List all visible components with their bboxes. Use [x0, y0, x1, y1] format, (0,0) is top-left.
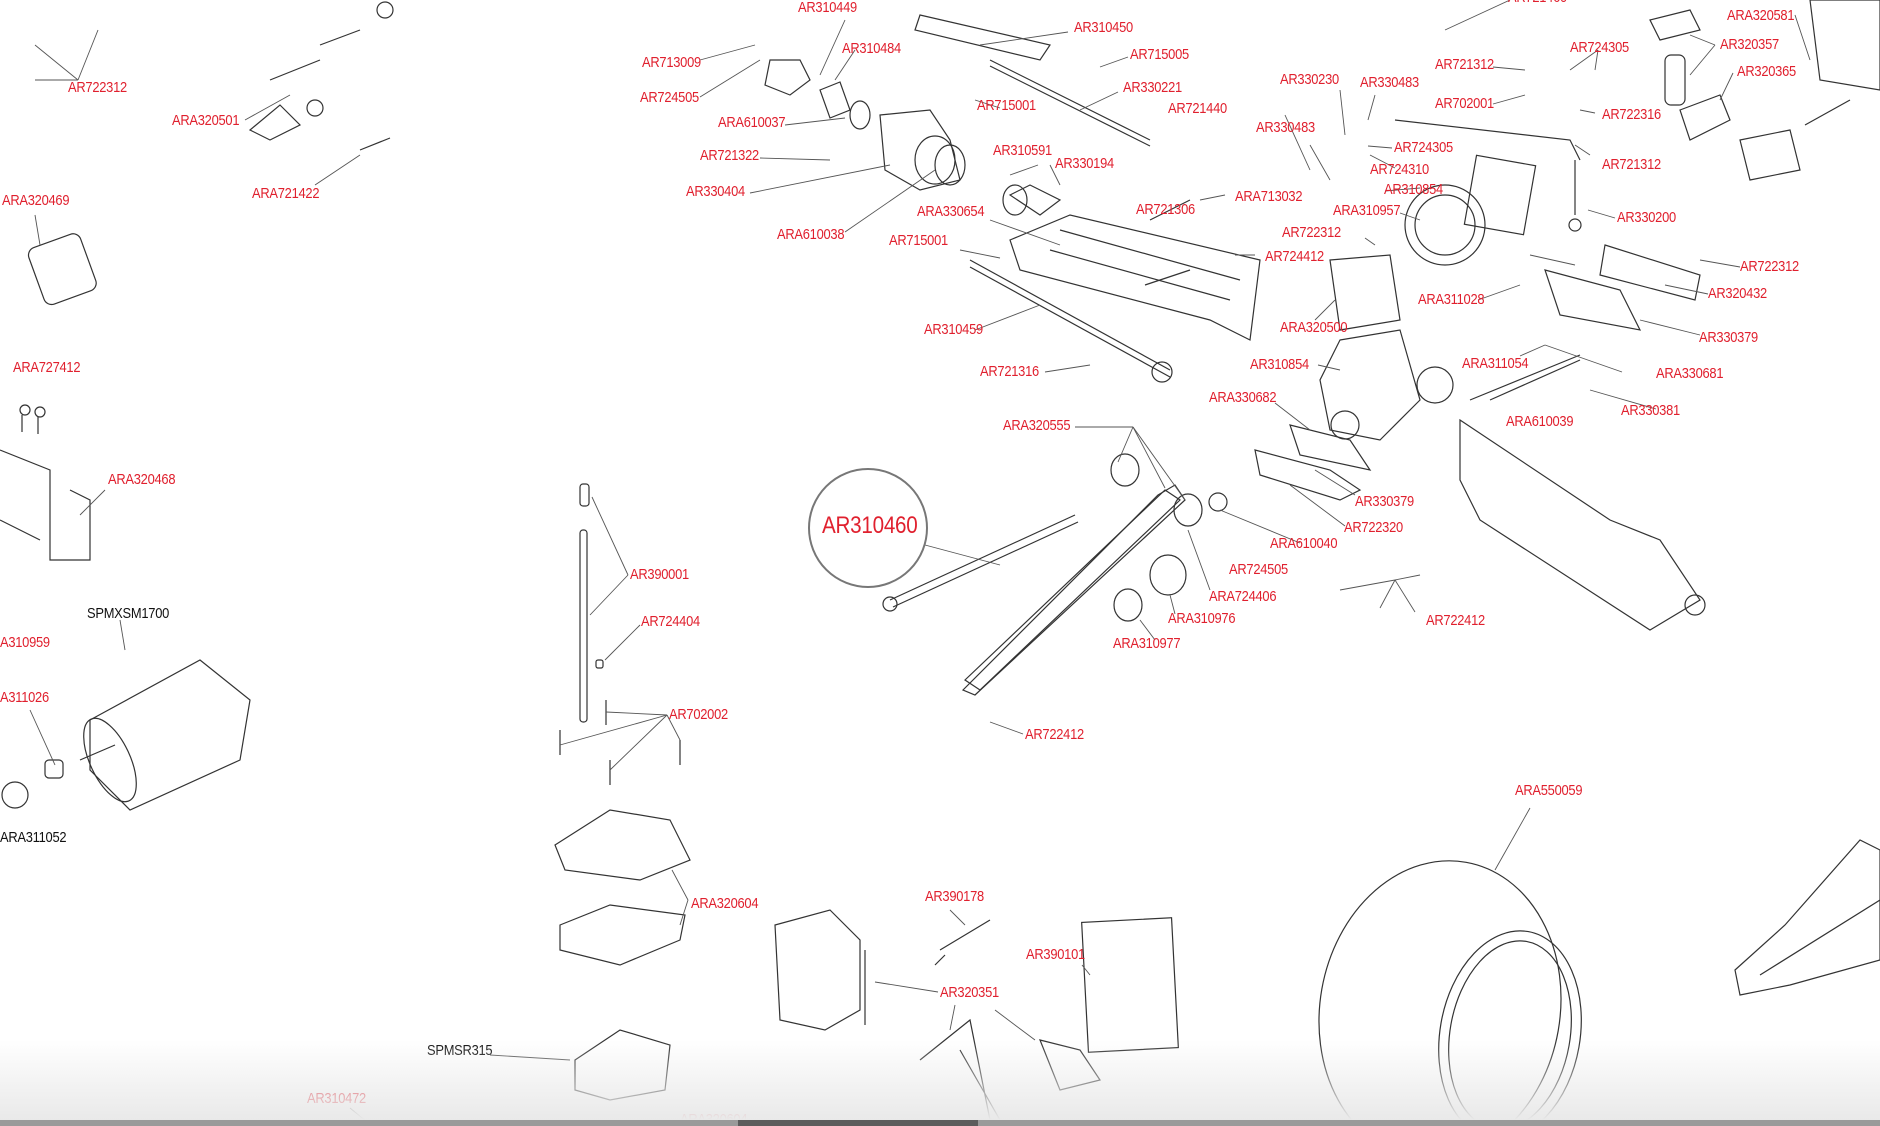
part-label-ar721306: AR721306 [1136, 201, 1195, 218]
part-label-ar721312: AR721312 [1435, 56, 1494, 73]
right-parts [1649, 0, 1880, 181]
part-label-ara320604: ARA320604 [680, 1111, 748, 1121]
part-label-ar721322: AR721322 [700, 147, 759, 164]
part-label-ara311054: ARA311054 [1462, 355, 1529, 372]
part-label-ar715001: AR715001 [889, 232, 948, 249]
driveshaft-parts [882, 453, 1228, 696]
scrollbar-thumb[interactable] [738, 1120, 978, 1126]
part-label-ara330654: ARA330654 [917, 203, 985, 220]
part-label-ara310976: ARA310976 [1168, 610, 1236, 627]
part-label-ara330682: ARA330682 [1209, 389, 1277, 406]
left-parts [0, 1, 394, 811]
part-label-ar724305: AR724305 [1570, 39, 1629, 56]
part-label-ara311028: ARA311028 [1418, 291, 1485, 308]
part-label-ar310854: AR310854 [1384, 181, 1443, 198]
part-label-ara724406: ARA724406 [1209, 588, 1277, 605]
part-label-ar320365: AR320365 [1737, 63, 1796, 80]
part-label-ara610038: ARA610038 [777, 226, 845, 243]
part-label-ar320357: AR320357 [1720, 36, 1779, 53]
part-label-ar310459: AR310459 [924, 321, 983, 338]
wing [1734, 839, 1880, 996]
part-label-ar721440: AR721440 [1168, 100, 1227, 117]
part-label-ara310977: ARA310977 [1113, 635, 1181, 652]
part-label-ara320468: ARA320468 [108, 471, 176, 488]
part-label-ara320500: ARA320500 [1280, 319, 1348, 336]
part-label-ar310450: AR310450 [1074, 19, 1133, 36]
part-label-ar310472: AR310472 [307, 1090, 366, 1107]
part-label-ar310449: AR310449 [798, 0, 857, 16]
part-label-ar310591: AR310591 [993, 142, 1052, 159]
part-label-ara550059: ARA550059 [1515, 782, 1583, 799]
part-label-ar721312: AR721312 [1602, 156, 1661, 173]
part-label-ara610040: ARA610040 [1270, 535, 1338, 552]
part-label-ar702001: AR702001 [1435, 95, 1494, 112]
part-label-ara713032: ARA713032 [1235, 188, 1303, 205]
part-label-ar713009: AR713009 [642, 54, 701, 71]
callout-label: AR310460 [822, 512, 918, 539]
lower-parts [554, 809, 1179, 1120]
part-label-ar722312: AR722312 [1740, 258, 1799, 275]
tire [1318, 860, 1582, 1120]
part-label-ar330379: AR330379 [1355, 493, 1414, 510]
part-label-ar330483: AR330483 [1360, 74, 1419, 91]
part-label-ar330379: AR330379 [1699, 329, 1758, 346]
part-label-ar724404: AR724404 [641, 613, 700, 630]
part-label-ar722312: AR722312 [1282, 224, 1341, 241]
highlight-callout-circle[interactable] [808, 468, 928, 588]
part-label-ara320501: ARA320501 [172, 112, 240, 129]
part-label-ara320469: ARA320469 [2, 192, 70, 209]
part-label-ar330221: AR330221 [1123, 79, 1182, 96]
part-label-ar390101: AR390101 [1026, 946, 1085, 963]
part-label-ar330194: AR330194 [1055, 155, 1114, 172]
part-label-ar320351: AR320351 [940, 984, 999, 1001]
part-label-ara721422: ARA721422 [252, 185, 320, 202]
part-label-spmxsm1700: SPMXSM1700 [87, 605, 170, 622]
leader-lines [29, 0, 1811, 1120]
part-label-ar702002: AR702002 [669, 706, 728, 723]
part-label-ar330404: AR330404 [686, 183, 745, 200]
part-label-ar721316: AR721316 [980, 363, 1039, 380]
part-label-ar724505: AR724505 [640, 89, 699, 106]
part-label-ar721460: AR721460 [1508, 0, 1567, 6]
part-label-ar724310: AR724310 [1370, 161, 1429, 178]
center-parts [764, 14, 1706, 631]
part-label-ara311052: ARA311052 [0, 829, 67, 846]
rod-parts [559, 483, 681, 785]
part-label-a311026: A311026 [0, 689, 49, 706]
part-label-ar390178: AR390178 [925, 888, 984, 905]
part-label-ara310957: ARA310957 [1333, 202, 1401, 219]
part-label-ar320432: AR320432 [1708, 285, 1767, 302]
part-label-ar310484: AR310484 [842, 40, 901, 57]
part-label-spmsr315: SPMSR315 [427, 1042, 493, 1059]
part-label-ar722412: AR722412 [1025, 726, 1084, 743]
part-label-ar722412: AR722412 [1426, 612, 1485, 629]
part-label-ar724412: AR724412 [1265, 248, 1324, 265]
part-label-ara610039: ARA610039 [1506, 413, 1574, 430]
part-label-ar722316: AR722316 [1602, 106, 1661, 123]
part-label-a310959: A310959 [0, 634, 50, 651]
part-label-ara330681: ARA330681 [1656, 365, 1724, 382]
part-label-ar724505: AR724505 [1229, 561, 1288, 578]
part-label-ar724305: AR724305 [1394, 139, 1453, 156]
horizontal-scrollbar[interactable] [0, 1120, 1880, 1126]
part-label-ar330200: AR330200 [1617, 209, 1676, 226]
part-label-ar330230: AR330230 [1280, 71, 1339, 88]
part-label-ar330483: AR330483 [1256, 119, 1315, 136]
part-label-ar715001: AR715001 [977, 97, 1036, 114]
part-label-ar722312: AR722312 [68, 79, 127, 96]
part-label-ar715005: AR715005 [1130, 46, 1189, 63]
part-label-ara320604: ARA320604 [691, 895, 759, 912]
part-label-ar722320: AR722320 [1344, 519, 1403, 536]
part-label-ara727412: ARA727412 [13, 359, 81, 376]
part-label-ar330381: AR330381 [1621, 402, 1680, 419]
part-label-ar310854: AR310854 [1250, 356, 1309, 373]
part-label-ara610037: ARA610037 [718, 114, 786, 131]
part-label-ara320581: ARA320581 [1727, 7, 1795, 24]
part-label-ar390001: AR390001 [630, 566, 689, 583]
part-label-ara320555: ARA320555 [1003, 417, 1071, 434]
